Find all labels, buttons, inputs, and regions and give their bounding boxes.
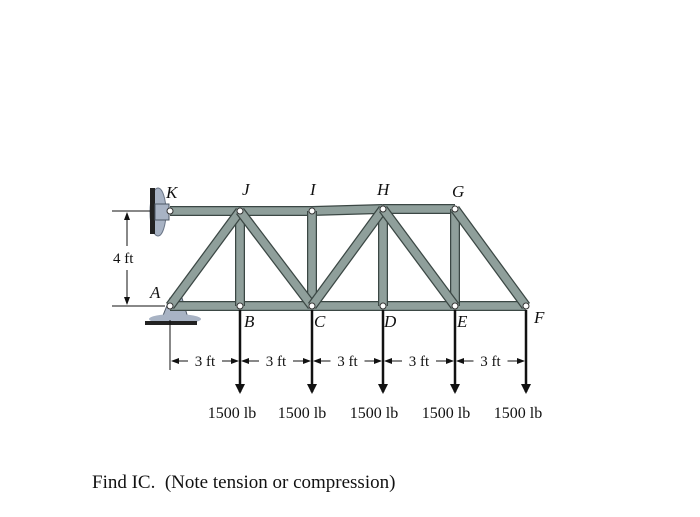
label-d: D bbox=[383, 312, 397, 331]
load-label-5: 1500 lb bbox=[494, 405, 542, 422]
member-jc bbox=[237, 208, 315, 309]
joint-b bbox=[236, 302, 244, 310]
member-ch bbox=[308, 206, 387, 309]
member-he bbox=[379, 206, 459, 309]
member-gf bbox=[451, 206, 530, 309]
wall-support-k bbox=[149, 187, 170, 237]
joint-k bbox=[166, 207, 174, 215]
joint-d bbox=[379, 302, 387, 310]
span-label-4: 3 ft bbox=[409, 354, 430, 370]
label-c: C bbox=[314, 312, 326, 331]
joint-c bbox=[308, 302, 316, 310]
label-g: G bbox=[452, 182, 464, 201]
label-a: A bbox=[149, 283, 161, 302]
label-f: F bbox=[533, 308, 545, 327]
label-i: I bbox=[309, 180, 317, 199]
joint-a bbox=[166, 302, 174, 310]
joint-g bbox=[451, 205, 459, 213]
member-aj bbox=[166, 208, 244, 309]
load-label-2: 1500 lb bbox=[278, 405, 326, 422]
joint-e bbox=[451, 302, 459, 310]
label-e: E bbox=[456, 312, 468, 331]
truss-joints bbox=[166, 205, 530, 310]
label-b: B bbox=[244, 312, 255, 331]
load-label-1: 1500 lb bbox=[208, 405, 256, 422]
joint-h bbox=[379, 205, 387, 213]
span-label-1: 3 ft bbox=[195, 354, 216, 370]
span-label-2: 3 ft bbox=[266, 354, 287, 370]
label-h: H bbox=[376, 180, 391, 199]
load-label-3: 1500 lb bbox=[350, 405, 398, 422]
load-arrows: 1500 lb 1500 lb 1500 lb 1500 lb 1500 lb bbox=[208, 310, 542, 422]
span-label-3: 3 ft bbox=[337, 354, 358, 370]
question-text: Find IC. (Note tension or compression) bbox=[92, 472, 396, 493]
truss-members bbox=[165, 204, 531, 311]
label-k: K bbox=[165, 183, 179, 202]
height-dimension: 4 ft bbox=[112, 210, 165, 307]
joint-i bbox=[308, 207, 316, 215]
joint-j bbox=[236, 207, 244, 215]
span-dimensions: 3 ft 3 ft 3 ft 3 ft 3 ft bbox=[169, 320, 525, 370]
height-label: 4 ft bbox=[113, 251, 134, 267]
span-label-5: 3 ft bbox=[480, 354, 501, 370]
label-j: J bbox=[242, 180, 251, 199]
joint-f bbox=[522, 302, 530, 310]
load-label-4: 1500 lb bbox=[422, 405, 470, 422]
member-ih bbox=[311, 205, 384, 215]
